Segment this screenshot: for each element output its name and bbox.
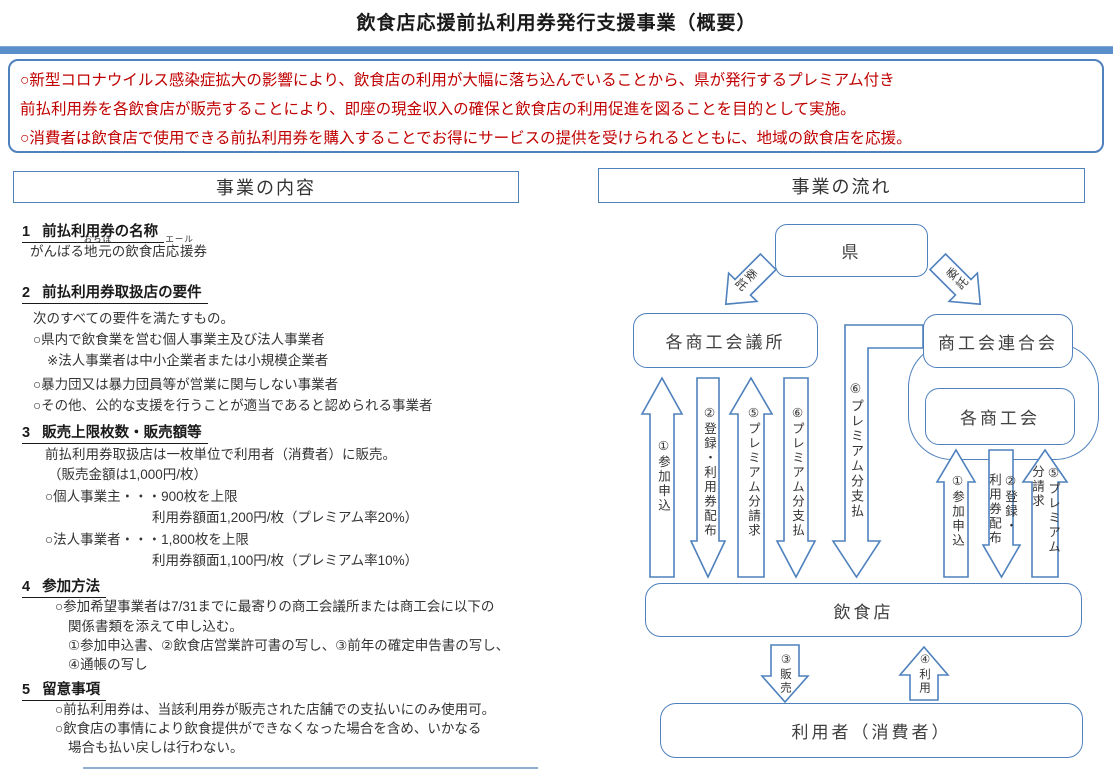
s5-line: ○飲食店の事情により飲食提供ができなくなった場合を含め、いかなる bbox=[55, 721, 482, 736]
ruby-oraho: 地元おらほ bbox=[83, 234, 113, 259]
node-restaurant: 飲食店 bbox=[645, 583, 1082, 637]
s3-line: （販売金額は1,000円/枚） bbox=[48, 467, 208, 482]
overview-box bbox=[8, 59, 1104, 153]
s4-line: 関係書類を添えて申し込む。 bbox=[68, 619, 243, 634]
s2-line: 次のすべての要件を満たすもの。 bbox=[33, 311, 235, 326]
overview-line-3: ○消費者は飲食店で使用できる前払利用券を購入することでお得にサービスの提供を受け… bbox=[20, 130, 912, 147]
ruby-yell: 応援エール bbox=[165, 234, 194, 259]
s3-line: 利用券額面1,100円/枚（プレミアム率10%） bbox=[152, 553, 419, 568]
node-federation: 商工会連合会 bbox=[923, 314, 1073, 368]
use-label: ④利用 bbox=[918, 652, 930, 695]
left-apply-label: ①参加申込 bbox=[656, 438, 670, 513]
s3-line: 前払利用券取扱店は一枚単位で利用者（消費者）に販売。 bbox=[45, 447, 396, 462]
s4-line: ④通帳の写し bbox=[68, 657, 148, 672]
s5-line: 場合も払い戻しは行わない。 bbox=[68, 740, 244, 755]
node-chambers: 各商工会議所 bbox=[633, 313, 818, 368]
node-prefecture: 県 bbox=[775, 224, 928, 277]
s4-line: ○参加希望事業者は7/31までに最寄りの商工会議所または商工会に以下の bbox=[55, 599, 495, 614]
left-register-label: ②登録・利用券配布 bbox=[702, 405, 716, 538]
s2-line: ○その他、公的な支援を行うことが適当であると認められる事業者 bbox=[33, 398, 433, 413]
s2-line: ○暴力団又は暴力団員等が営業に関与しない事業者 bbox=[33, 377, 339, 392]
s4-line: ①参加申込書、②飲食店営業許可書の写し、③前年の確定申告書の写し、 bbox=[68, 638, 510, 653]
s3-line: ○法人事業者・・・1,800枚を上限 bbox=[45, 532, 249, 547]
entrust-left-label: 委託 bbox=[731, 265, 759, 294]
content-panel-header: 事業の内容 bbox=[13, 171, 519, 203]
section-1-number: 1 bbox=[22, 224, 31, 240]
node-consumer: 利用者（消費者） bbox=[660, 703, 1083, 758]
sell-label: ③販売 bbox=[779, 652, 791, 695]
bottom-partial-rule bbox=[83, 767, 538, 769]
entrust-right-label: 委託 bbox=[943, 265, 971, 294]
overview-line-1: ○新型コロナウイルス感染症拡大の影響により、飲食店の利用が大幅に落ち込んでいるこ… bbox=[20, 72, 895, 89]
title-divider-bar bbox=[0, 46, 1113, 54]
center-premium-pay-label: ⑥プレミアム分支払 bbox=[849, 382, 864, 519]
s5-line: ○前払利用券は、当該利用券が販売された店舗での支払いにのみ使用可。 bbox=[55, 702, 496, 717]
s2-line: ※法人事業者は中小企業者または小規模企業者 bbox=[47, 353, 329, 368]
flow-panel-header: 事業の流れ bbox=[598, 168, 1085, 203]
right-apply-label: ①参加申込 bbox=[950, 473, 964, 548]
right-premium-claim-label: ⑤プレミアム 分請求 bbox=[1030, 465, 1060, 555]
node-societies: 各商工会 bbox=[925, 388, 1075, 445]
s3-line: ○個人事業主・・・900枚を上限 bbox=[45, 489, 238, 504]
voucher-name-line: がんばる地元おらほの飲食店応援エール券 bbox=[30, 234, 208, 259]
right-register-label: ②登録・ 利用券配布 bbox=[987, 473, 1017, 546]
left-premium-pay-label: ⑥プレミアム分支払 bbox=[790, 405, 804, 538]
s2-line: ○県内で飲食業を営む個人事業主及び法人事業者 bbox=[33, 332, 325, 347]
s3-line: 利用券額面1,200円/枚（プレミアム率20%） bbox=[152, 510, 419, 525]
overview-line-2: 前払利用券を各飲食店が販売することにより、即座の現金収入の確保と飲食店の利用促進… bbox=[20, 101, 856, 118]
page-title: 飲食店応援前払利用券発行支援事業（概要） bbox=[356, 13, 757, 34]
left-premium-claim-label: ⑤プレミアム分請求 bbox=[746, 405, 760, 538]
